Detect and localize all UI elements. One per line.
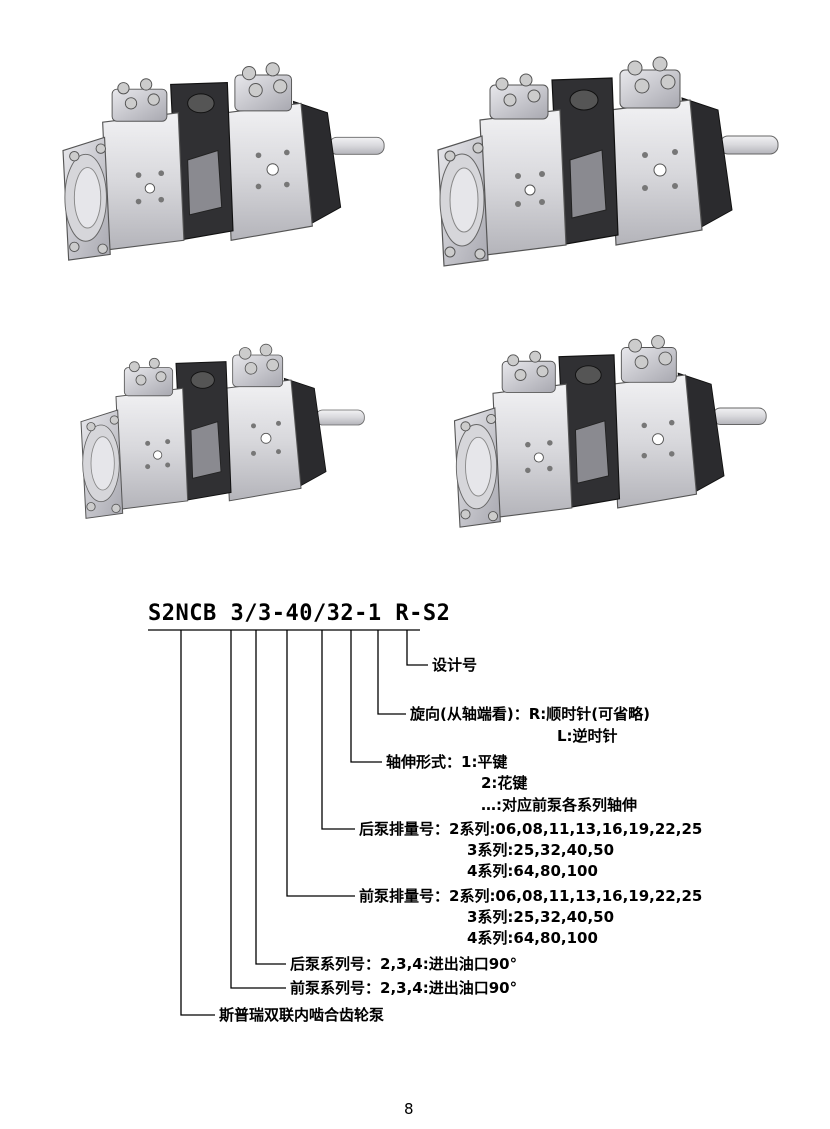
label-rear-displacement-4: 4系列:64,80,100 — [467, 862, 598, 880]
label-shaft-3: …:对应前泵各系列轴伸 — [481, 796, 637, 814]
model-code: S2NCB 3/3-40/32-1 R-S2 — [148, 601, 451, 626]
label-rear-series: 后泵系列号：2,3,4:进出油口90° — [290, 955, 518, 973]
label-front-displacement-4: 4系列:64,80,100 — [467, 929, 598, 947]
label-design-no: 设计号 — [432, 656, 478, 674]
label-front-series: 前泵系列号：2,3,4:进出油口90° — [290, 979, 518, 997]
page-number: 8 — [404, 1100, 414, 1118]
label-rotation: 旋向(从轴端看)：R:顺时针(可省略) — [410, 705, 650, 723]
label-shaft-2: 2:花键 — [481, 774, 528, 792]
label-rear-displacement: 后泵排量号：2系列:06,08,11,13,16,19,22,25 — [359, 820, 703, 838]
label-rear-displacement-3: 3系列:25,32,40,50 — [467, 841, 615, 859]
label-front-displacement-3: 3系列:25,32,40,50 — [467, 908, 615, 926]
label-shaft: 轴伸形式：1:平键 — [386, 753, 508, 771]
label-rotation-l: L:逆时针 — [557, 727, 618, 745]
label-front-displacement: 前泵排量号：2系列:06,08,11,13,16,19,22,25 — [359, 887, 703, 905]
label-product-name: 斯普瑞双联内啮合齿轮泵 — [219, 1006, 385, 1024]
